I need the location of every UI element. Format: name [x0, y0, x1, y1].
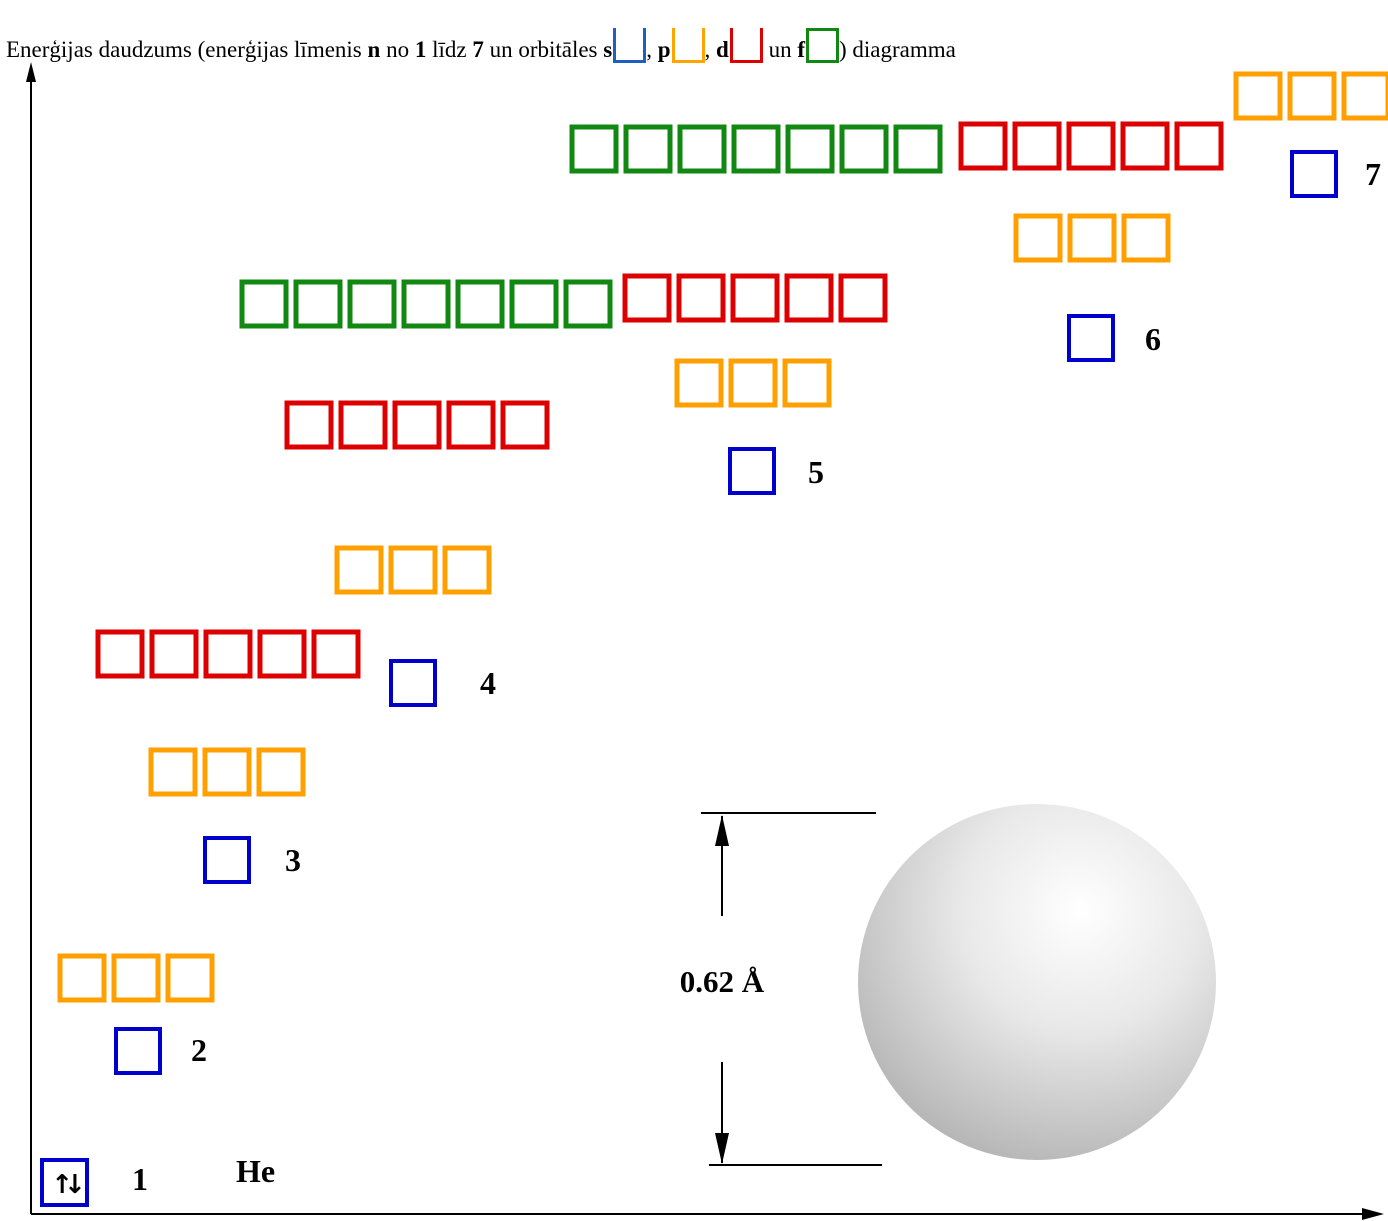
diagram-title: Enerģijas daudzums (enerģijas līmenis n …: [6, 28, 956, 65]
title-sep-1: ,: [646, 37, 658, 62]
orbital-4p-box-2: [388, 545, 438, 595]
orbital-5f-box-4: [731, 124, 781, 174]
orbital-4f-box-7: [563, 279, 613, 329]
title-s: s: [603, 37, 613, 62]
dimension-down-arrow-icon: [715, 1133, 729, 1164]
level-label-7: 7: [1365, 156, 1381, 192]
orbital-6p-box-1: [1013, 213, 1063, 263]
orbital-2p-box-1: [57, 953, 107, 1003]
legend-f-box-icon: [805, 28, 839, 63]
orbital-5f-box-5: [785, 124, 835, 174]
orbital-5d-box-3: [730, 273, 780, 323]
orbital-4d-box-2: [338, 400, 388, 450]
title-p: p: [657, 37, 671, 62]
orbital-4f-box-6: [509, 279, 559, 329]
orbital-2p-box-3: [165, 953, 215, 1003]
legend-d-box-icon: [729, 28, 763, 63]
level-label-1: 1: [132, 1161, 148, 1197]
title-text-5: ) diagramma: [838, 37, 956, 62]
orbital-6d-box-2: [1012, 121, 1062, 171]
orbital-5p-box-3: [782, 358, 832, 408]
orbital-5f-box-6: [839, 124, 889, 174]
atom-size-dimension: 0.62 Å: [680, 812, 882, 1166]
atom-size-label: 0.62 Å: [680, 964, 765, 999]
title-from: 1: [414, 37, 427, 62]
orbital-4p-box-3: [442, 545, 492, 595]
orbital-2s-box-1: [114, 1027, 162, 1075]
orbital-6s-box-1: [1067, 314, 1115, 362]
title-text-3: līdz: [426, 37, 473, 62]
orbital-3d-box-2: [149, 629, 199, 679]
orbital-6d-box-4: [1120, 121, 1170, 171]
orbital-7p-box-1: [1233, 71, 1283, 121]
orbital-4f-box-4: [401, 279, 451, 329]
orbital-3d-box-5: [311, 629, 361, 679]
title-sep-2: ,: [704, 37, 717, 62]
orbital-4d-box-4: [446, 400, 496, 450]
energy-axis-arrow-icon: [26, 62, 36, 82]
orbital-4d-box-1: [284, 400, 334, 450]
orbital-5d-box-1: [622, 273, 672, 323]
orbital-5f-box-2: [623, 124, 673, 174]
orbital-6d-box-5: [1174, 121, 1224, 171]
level-label-3: 3: [285, 842, 301, 878]
title-text-1: Enerģijas daudzums (enerģijas līmenis: [6, 37, 368, 62]
electron-pair-1s: ↑↓: [51, 1170, 81, 1200]
orbital-7s-box-1: [1290, 150, 1338, 198]
orbital-7p-box-2: [1287, 71, 1337, 121]
orbital-2p-box-2: [111, 953, 161, 1003]
orbital-3s-box-1: [203, 836, 251, 884]
title-d: d: [716, 37, 729, 62]
orbital-4f-box-2: [293, 279, 343, 329]
title-to: 7: [472, 37, 484, 62]
orbital-4p-box-1: [334, 545, 384, 595]
axes: [26, 62, 1384, 1220]
title-n: n: [367, 37, 381, 62]
level-label-2: 2: [191, 1032, 207, 1068]
orbital-5p-box-1: [674, 358, 724, 408]
orbital-5f-box-7: [893, 124, 943, 174]
orbital-5f-box-1: [569, 124, 619, 174]
orbital-4f-box-5: [455, 279, 505, 329]
title-un: un: [762, 37, 798, 62]
orbital-6p-box-3: [1121, 213, 1171, 263]
orbital-5d-box-2: [676, 273, 726, 323]
element-label: He: [236, 1153, 275, 1189]
orbital-3p-box-3: [256, 747, 306, 797]
orbital-7p-box-3: [1341, 71, 1388, 121]
orbital-4f-box-1: [239, 279, 289, 329]
level-label-6: 6: [1145, 321, 1161, 357]
horizontal-axis-arrow-icon: [1362, 1208, 1384, 1220]
orbital-3d-box-1: [95, 629, 145, 679]
orbital-5f-box-3: [677, 124, 727, 174]
orbital-6d-box-1: [958, 121, 1008, 171]
orbital-5d-box-5: [838, 273, 888, 323]
legend-p-box-icon: [671, 28, 705, 63]
title-f: f: [797, 37, 805, 62]
orbital-3p-box-2: [202, 747, 252, 797]
title-text-4: un orbitāles: [483, 37, 604, 62]
orbital-4d-box-5: [500, 400, 550, 450]
orbital-3d-box-3: [203, 629, 253, 679]
orbital-6p-box-2: [1067, 213, 1117, 263]
legend-s-box-icon: [613, 28, 647, 63]
orbital-5d-box-4: [784, 273, 834, 323]
orbital-4f-box-3: [347, 279, 397, 329]
level-label-4: 4: [480, 665, 496, 701]
orbital-5p-box-2: [728, 358, 778, 408]
orbital-5s-box-1: [728, 447, 776, 495]
orbital-3p-box-1: [148, 747, 198, 797]
orbital-1s-box-1: [40, 1158, 89, 1207]
dimension-up-arrow-icon: [715, 815, 729, 846]
title-text-2: no: [380, 37, 415, 62]
helium-atom-sphere: [858, 804, 1216, 1160]
orbital-4s-box-1: [389, 659, 437, 707]
orbital-4d-box-3: [392, 400, 442, 450]
level-label-5: 5: [808, 454, 824, 490]
orbital-3d-box-4: [257, 629, 307, 679]
orbital-6d-box-3: [1066, 121, 1116, 171]
